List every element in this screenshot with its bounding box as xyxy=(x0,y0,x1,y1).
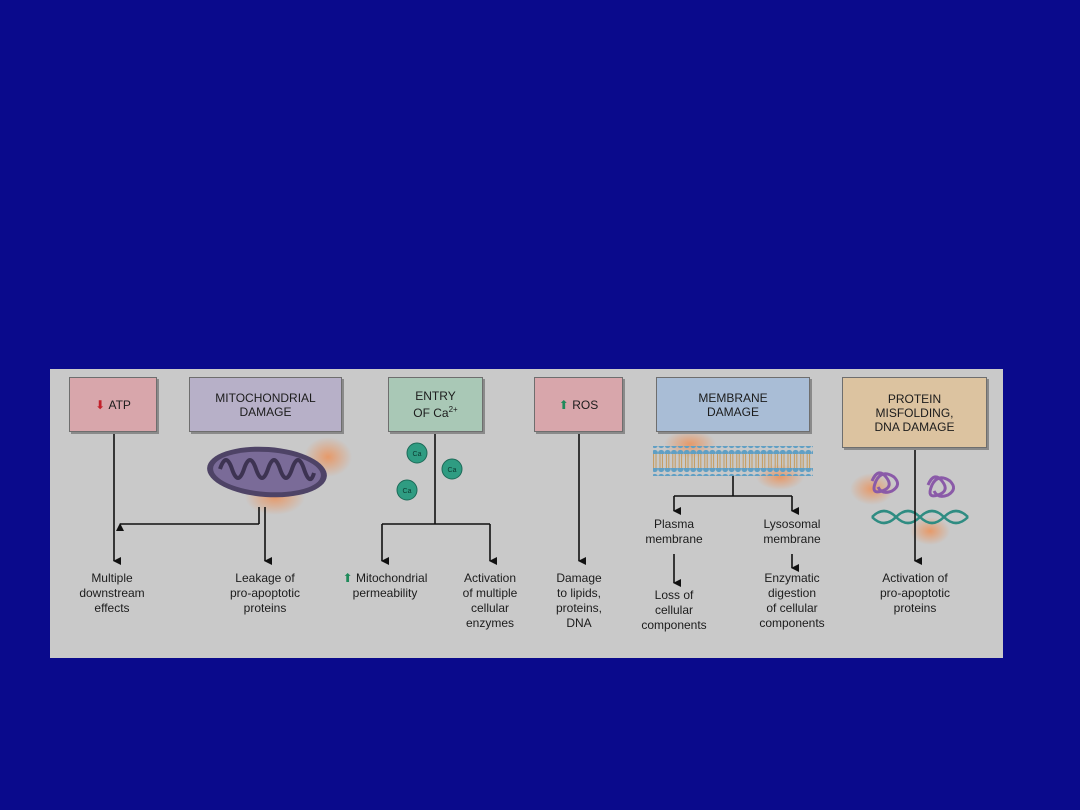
label-line: proteins xyxy=(893,601,937,615)
diagram-panel: Ca Ca Ca xyxy=(50,369,1003,658)
label-line: cellular xyxy=(654,603,693,617)
label-line: permeability xyxy=(352,586,418,600)
lipid-bilayer-illustration xyxy=(653,446,813,476)
arrow-up-icon: ⬆ xyxy=(558,397,569,412)
atp-label: ATP xyxy=(108,397,131,412)
label-line: Activation of xyxy=(882,571,948,585)
label-line: proteins, xyxy=(555,601,603,615)
label-line: cellular xyxy=(470,601,510,615)
misfolded-protein-illustration xyxy=(870,471,955,498)
label-line: DNA xyxy=(566,616,592,630)
box-line: MITOCHONDRIAL xyxy=(215,390,316,405)
box-line: DNA DAMAGE xyxy=(874,419,955,434)
label-line: Lysosomal xyxy=(763,517,821,531)
ca-ion-label: Ca xyxy=(413,451,422,458)
ca-ion-label: Ca xyxy=(448,467,457,474)
label-line: Loss of xyxy=(654,588,694,602)
arrow-up-icon: ⬆ xyxy=(342,571,353,585)
label-line: Leakage of xyxy=(235,571,295,585)
mitochondrion-illustration xyxy=(207,446,327,498)
label-line: membrane xyxy=(645,532,703,546)
label-line: Multiple xyxy=(91,571,133,585)
label-line: membrane xyxy=(763,532,821,546)
label-line: Activation xyxy=(463,571,517,585)
label-line: pro-apoptotic xyxy=(229,586,301,600)
label-line: downstream xyxy=(79,586,145,600)
label-line: enzymes xyxy=(465,616,515,630)
box-line: MISFOLDING, xyxy=(875,405,954,420)
box-line: OF Ca xyxy=(413,406,449,420)
box-line: DAMAGE xyxy=(239,404,292,419)
label-line: effects xyxy=(94,601,130,615)
box-line: ENTRY xyxy=(415,389,456,403)
label-line: Plasma xyxy=(653,517,695,531)
atp-box: ⬇ ATP xyxy=(69,377,157,432)
box-line: MEMBRANE xyxy=(698,390,768,405)
label-line: of multiple xyxy=(462,586,518,600)
label-line: to lipids, xyxy=(556,586,602,600)
label-line: Enzymatic xyxy=(764,571,820,585)
diagram-artwork: Ca Ca Ca xyxy=(113,430,969,587)
superscript: 2+ xyxy=(448,405,458,414)
dna-helix-illustration xyxy=(871,509,969,525)
box-line: DAMAGE xyxy=(706,404,759,419)
label-line: pro-apoptotic xyxy=(879,586,951,600)
box-line: PROTEIN xyxy=(887,391,942,406)
label-line: of cellular xyxy=(766,601,818,615)
ros-label: ROS xyxy=(572,397,599,412)
label-line: components xyxy=(759,616,825,630)
ros-box: ⬆ ROS xyxy=(534,377,623,432)
arrow-down-icon: ⬇ xyxy=(95,397,106,412)
label-line: Damage xyxy=(556,571,602,585)
label-line: digestion xyxy=(767,586,817,600)
connector-lines xyxy=(113,432,922,587)
calcium-entry-box: ENTRY OF Ca2+ xyxy=(388,377,483,432)
calcium-ions-illustration: Ca Ca Ca xyxy=(396,442,463,501)
label-line: proteins xyxy=(243,601,287,615)
label-line: Mitochondrial xyxy=(356,571,428,585)
ca-ion-label: Ca xyxy=(403,488,412,495)
label-line: components xyxy=(641,618,707,632)
